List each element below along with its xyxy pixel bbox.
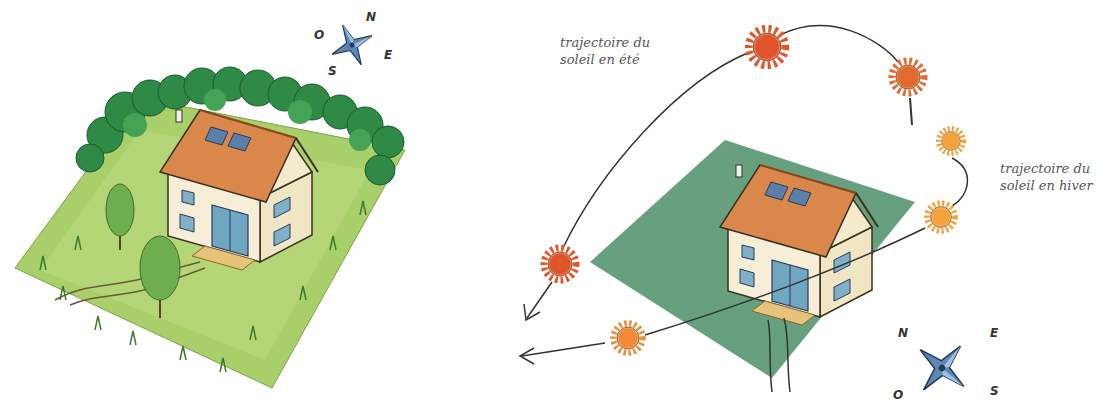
compass-letter: S [328, 64, 342, 78]
compass-letter: N [898, 326, 912, 340]
compass-letter: N [366, 10, 380, 24]
compass-letter: O [893, 388, 907, 402]
compass-letter: E [384, 48, 398, 62]
compass-letter: S [990, 384, 1004, 398]
compass-letter: E [990, 326, 1004, 340]
trajectory-note: trajectoire du soleil en hiver [1000, 160, 1110, 194]
compass-letter: O [314, 28, 328, 42]
trajectory-note: trajectoire du soleil en été [560, 34, 680, 68]
